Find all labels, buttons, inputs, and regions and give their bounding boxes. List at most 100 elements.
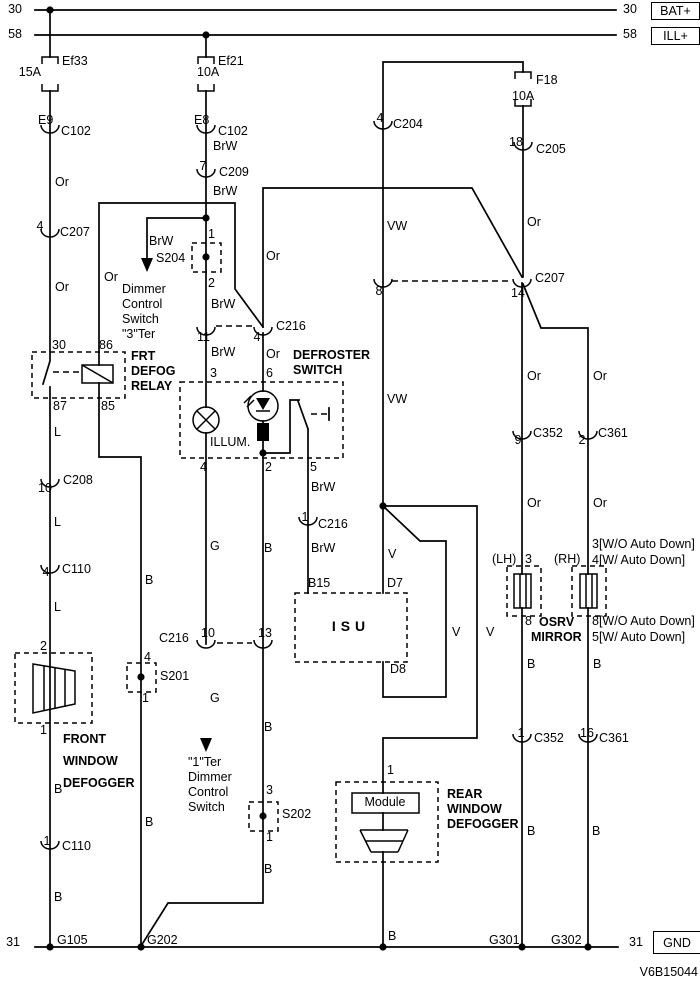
wire-color: Or bbox=[527, 215, 541, 229]
pin-number: 1 bbox=[301, 510, 309, 524]
pin-number: D8 bbox=[390, 662, 406, 676]
wire-color: V bbox=[388, 547, 397, 561]
component-label: Module bbox=[364, 795, 406, 809]
pin-number: E8 bbox=[194, 113, 210, 127]
pin-number: 2 bbox=[265, 460, 272, 474]
ground-name: G202 bbox=[147, 933, 178, 947]
wire-color: B bbox=[388, 929, 397, 943]
fuse-ef33-icon bbox=[41, 56, 59, 92]
pin-number: 5[W/ Auto Down] bbox=[592, 630, 686, 644]
wire-color: Or bbox=[266, 347, 280, 361]
bus-number: 30 bbox=[623, 2, 637, 16]
wire-color: B bbox=[145, 573, 154, 587]
wire-color: Or bbox=[55, 175, 69, 189]
pin-number: 1 bbox=[517, 726, 525, 740]
bus-number: 58 bbox=[623, 27, 637, 41]
pin-number: 4 bbox=[36, 219, 44, 233]
component-title: OSRV bbox=[539, 615, 575, 629]
ill-plus-tag-label: ILL+ bbox=[663, 29, 688, 43]
connector-name: C205 bbox=[536, 142, 566, 156]
connector-name: C361 bbox=[598, 426, 628, 440]
connector-name: C110 bbox=[62, 562, 91, 576]
pin-number: 9 bbox=[514, 433, 522, 447]
pin-number: 13 bbox=[258, 626, 272, 640]
fuse-rating: 10A bbox=[197, 65, 220, 79]
pin-number: 11 bbox=[197, 330, 210, 344]
wire-color: B bbox=[527, 824, 536, 838]
wire-color: BrW bbox=[213, 139, 238, 153]
fuse-name: Ef21 bbox=[218, 54, 244, 68]
fuse-name: F18 bbox=[536, 73, 558, 87]
pin-number: 1 bbox=[387, 763, 394, 777]
component-title: WINDOW bbox=[447, 802, 502, 816]
component-title: RELAY bbox=[131, 379, 173, 393]
pin-number: 2 bbox=[578, 433, 586, 447]
wire-color: Or bbox=[104, 270, 118, 284]
connector-name: C216 bbox=[276, 319, 306, 333]
bus-number: 31 bbox=[6, 935, 20, 949]
pin-number: 6 bbox=[266, 366, 273, 380]
pin-number: 87 bbox=[53, 399, 67, 413]
bat-plus-tag-label: BAT+ bbox=[660, 4, 691, 18]
ground-name: G105 bbox=[57, 933, 88, 947]
bus-number: 31 bbox=[629, 935, 643, 949]
pin-number: 3[W/O Auto Down] bbox=[592, 537, 695, 551]
osrv-mirror-lh bbox=[506, 565, 542, 617]
component-label: (RH) bbox=[554, 552, 581, 566]
bat-plus-tag: BAT+ bbox=[651, 2, 700, 20]
wire-color: BrW bbox=[311, 541, 336, 555]
led-icon bbox=[243, 390, 279, 422]
wire-color: V bbox=[452, 625, 461, 639]
wire-color: BrW bbox=[211, 345, 236, 359]
wire-color: B bbox=[54, 890, 63, 904]
wire-color: G bbox=[210, 539, 220, 553]
pin-number: 10 bbox=[201, 626, 215, 640]
rear-window-defogger bbox=[335, 781, 439, 863]
module-box bbox=[351, 792, 420, 814]
wire-color: B bbox=[54, 782, 63, 796]
note-text: "3"Ter bbox=[122, 327, 156, 341]
splice-name: S202 bbox=[282, 807, 312, 821]
pin-number: 8 bbox=[525, 614, 532, 628]
pin-number: E9 bbox=[38, 113, 54, 127]
defroster-switch bbox=[179, 381, 344, 459]
dimmer-switch-arrows bbox=[141, 258, 212, 752]
component-title: FRONT bbox=[63, 732, 107, 746]
pin-number: 1 bbox=[43, 834, 51, 848]
note-text: Switch bbox=[188, 800, 225, 814]
wire-color: B bbox=[527, 657, 536, 671]
wire-color: BrW bbox=[149, 234, 174, 248]
wire-color: L bbox=[54, 600, 61, 614]
component-title: DEFOG bbox=[131, 364, 176, 378]
pin-number: 1 bbox=[208, 227, 215, 241]
wire-color: B bbox=[264, 720, 273, 734]
pin-number: D7 bbox=[387, 576, 403, 590]
wire-color: L bbox=[54, 425, 61, 439]
component-title: FRT bbox=[131, 349, 156, 363]
note-text: Dimmer bbox=[188, 770, 232, 784]
pin-number: 18 bbox=[509, 135, 523, 149]
wire-color: VW bbox=[387, 219, 408, 233]
pin-number: 16 bbox=[580, 726, 594, 740]
wire-color: B bbox=[592, 824, 601, 838]
component-title: ISU bbox=[331, 618, 371, 634]
connector-name: C352 bbox=[534, 731, 564, 745]
connector-name: C207 bbox=[60, 225, 90, 239]
connector-name: C207 bbox=[535, 271, 565, 285]
pin-number: 4 bbox=[200, 460, 207, 474]
wire-color: B bbox=[593, 657, 602, 671]
illum-lamp-icon bbox=[192, 406, 220, 434]
component-title: MIRROR bbox=[531, 630, 582, 644]
connector-name: C216 bbox=[159, 631, 189, 645]
component-label: (LH) bbox=[492, 552, 517, 566]
pin-number: 1 bbox=[40, 723, 47, 737]
component-title: DEFOGGER bbox=[63, 776, 135, 790]
component-title: REAR bbox=[447, 787, 483, 801]
wire-color: Or bbox=[55, 280, 69, 294]
circuit-wires bbox=[41, 9, 589, 948]
gnd-tag-label: GND bbox=[663, 935, 691, 950]
pin-number: 8[W/O Auto Down] bbox=[592, 614, 695, 628]
pin-number: 2 bbox=[40, 639, 47, 653]
connector-name: C102 bbox=[61, 124, 91, 138]
pin-number: 5 bbox=[310, 460, 317, 474]
